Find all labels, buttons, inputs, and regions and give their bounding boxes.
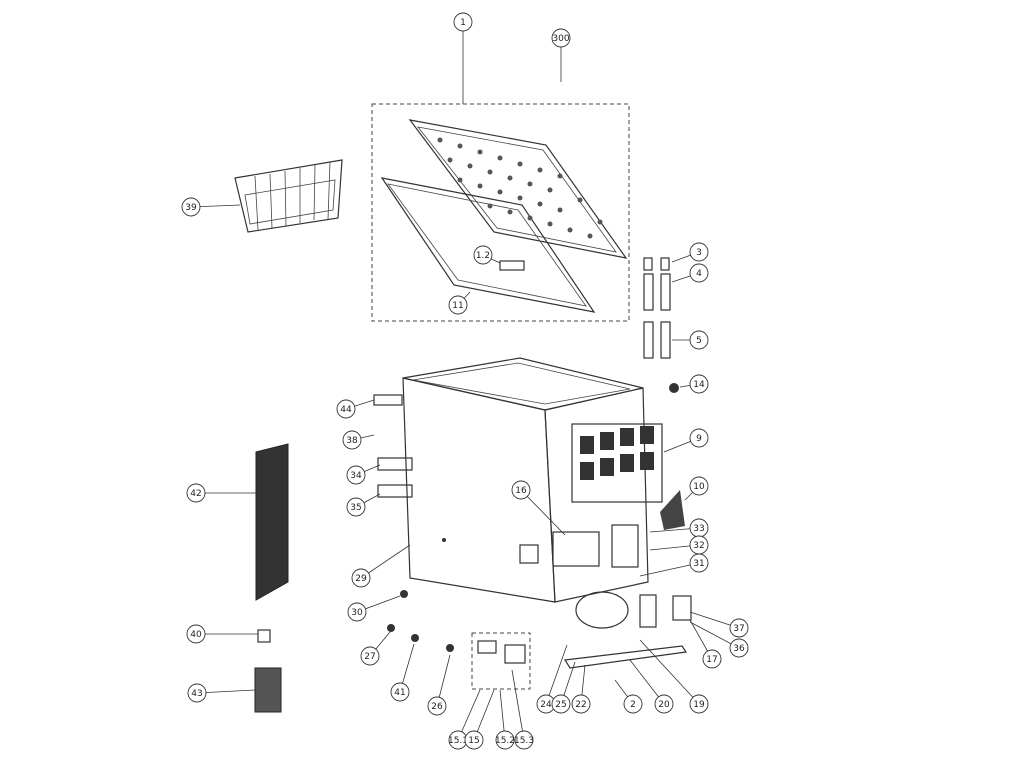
callout-label: 30 bbox=[351, 608, 363, 618]
callout-label: 4 bbox=[696, 269, 702, 279]
callout-label: 14 bbox=[693, 380, 705, 390]
callout-bubble bbox=[729, 618, 749, 638]
callout-bubble bbox=[390, 682, 410, 702]
callout-label: 15.2 bbox=[495, 736, 515, 746]
callout-bubble bbox=[729, 638, 749, 658]
callout-bubble bbox=[186, 483, 206, 503]
callout-label: 10 bbox=[693, 482, 705, 492]
hinges bbox=[643, 257, 671, 359]
callout-leader bbox=[639, 639, 700, 705]
callout-label: 17 bbox=[706, 655, 717, 665]
callout-label: 27 bbox=[364, 652, 375, 662]
callout-bubble bbox=[689, 428, 709, 448]
callout-bubble bbox=[453, 12, 473, 32]
callout-bubble bbox=[654, 694, 674, 714]
callout-bubble bbox=[571, 694, 591, 714]
callout-label: 22 bbox=[575, 700, 586, 710]
callout-bubble bbox=[186, 624, 206, 644]
callout-label: 16 bbox=[515, 486, 527, 496]
callout-label: 37 bbox=[733, 624, 744, 634]
callout-label: 40 bbox=[190, 630, 202, 640]
callout-bubble bbox=[448, 295, 468, 315]
callout-label: 44 bbox=[340, 405, 352, 415]
callout-label: 11 bbox=[452, 301, 463, 311]
callout-label: 35 bbox=[350, 503, 361, 513]
callout-label: 3 bbox=[696, 248, 702, 258]
callout-bubble bbox=[187, 683, 207, 703]
callout-label: 41 bbox=[394, 688, 405, 698]
callout-label: 25 bbox=[555, 700, 566, 710]
callout-label: 24 bbox=[540, 700, 552, 710]
lid-assembly-group bbox=[371, 103, 630, 322]
callout-bubble bbox=[689, 476, 709, 496]
callout-label: 38 bbox=[346, 436, 358, 446]
callout-bubble bbox=[689, 242, 709, 262]
callout-label: 2 bbox=[630, 700, 636, 710]
callout-label: 34 bbox=[350, 471, 362, 481]
callout-label: 15.1 bbox=[448, 736, 468, 746]
callout-label: 19 bbox=[693, 700, 705, 710]
callout-label: 15.3 bbox=[514, 736, 534, 746]
condenser-coil bbox=[255, 443, 289, 601]
callout-bubble bbox=[473, 245, 493, 265]
callout-bubble bbox=[689, 263, 709, 283]
callout-label: 32 bbox=[693, 541, 704, 551]
callout-label: 36 bbox=[733, 644, 745, 654]
callout-bubble bbox=[347, 602, 367, 622]
callout-bubble bbox=[360, 646, 380, 666]
callout-label: 5 bbox=[696, 336, 702, 346]
callout-leader bbox=[520, 489, 566, 536]
callout-label: 43 bbox=[191, 689, 202, 699]
callout-bubble bbox=[495, 730, 515, 750]
callout-label: 9 bbox=[696, 434, 702, 444]
callout-bubble bbox=[351, 568, 371, 588]
callout-bubble bbox=[342, 430, 362, 450]
callout-bubble bbox=[551, 28, 571, 48]
callout-bubble bbox=[346, 497, 366, 517]
freezer-cabinet bbox=[402, 357, 663, 603]
callout-label: 300 bbox=[552, 34, 569, 44]
callout-leader bbox=[511, 669, 525, 741]
callout-bubble bbox=[689, 694, 709, 714]
callout-leader bbox=[196, 689, 256, 694]
callout-bubble bbox=[511, 480, 531, 500]
callout-label: 15 bbox=[468, 736, 479, 746]
callout-bubble bbox=[336, 399, 356, 419]
callout-label: 20 bbox=[658, 700, 670, 710]
callout-bubble bbox=[427, 696, 447, 716]
callout-bubble bbox=[514, 730, 534, 750]
callout-label: 1.2 bbox=[476, 251, 490, 261]
callout-label: 33 bbox=[693, 524, 704, 534]
wire-basket bbox=[234, 159, 343, 233]
callout-bubble bbox=[346, 465, 366, 485]
callout-label: 31 bbox=[693, 559, 704, 569]
callout-bubble bbox=[551, 694, 571, 714]
callout-leader bbox=[545, 644, 568, 705]
callout-bubble bbox=[689, 553, 709, 573]
callout-bubble bbox=[702, 649, 722, 669]
callout-leader bbox=[639, 562, 700, 577]
callout-leader bbox=[360, 544, 411, 579]
callout-bubble bbox=[689, 330, 709, 350]
callout-label: 39 bbox=[185, 203, 197, 213]
callout-bubble bbox=[623, 694, 643, 714]
callout-label: 26 bbox=[431, 702, 443, 712]
callout-label: 29 bbox=[355, 574, 367, 584]
callout-bubble bbox=[181, 197, 201, 217]
callout-bubble bbox=[689, 374, 709, 394]
callout-label: 42 bbox=[190, 489, 201, 499]
callout-bubble bbox=[464, 730, 484, 750]
callout-label: 1 bbox=[460, 18, 466, 28]
